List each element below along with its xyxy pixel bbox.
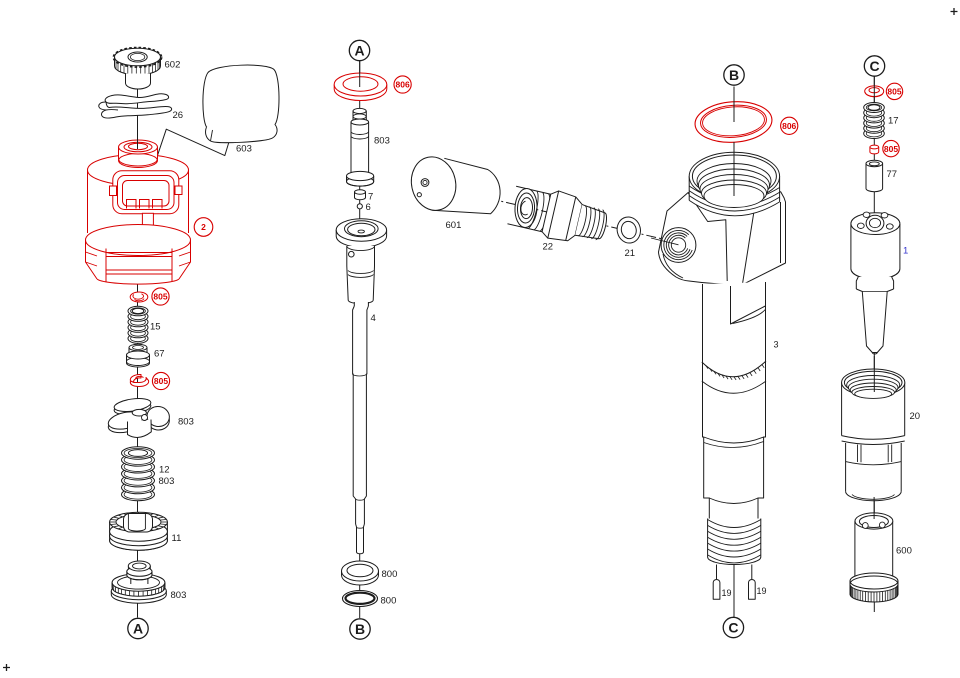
svg-text:603: 603	[236, 144, 252, 155]
svg-text:805: 805	[887, 87, 901, 97]
svg-text:805: 805	[153, 292, 167, 302]
svg-text:2: 2	[201, 222, 206, 232]
svg-text:800: 800	[382, 569, 398, 580]
svg-text:800: 800	[381, 596, 397, 607]
svg-text:17: 17	[888, 116, 899, 127]
svg-text:806: 806	[396, 80, 410, 90]
svg-text:7: 7	[368, 192, 373, 203]
svg-text:77: 77	[887, 169, 898, 180]
svg-text:20: 20	[910, 411, 921, 422]
svg-text:805: 805	[154, 376, 168, 386]
svg-text:67: 67	[154, 349, 165, 360]
svg-text:805: 805	[884, 144, 898, 154]
svg-text:6: 6	[366, 202, 371, 213]
svg-text:26: 26	[173, 110, 184, 121]
svg-text:21: 21	[625, 248, 636, 259]
svg-text:B: B	[355, 621, 365, 637]
svg-text:3: 3	[774, 340, 779, 350]
svg-text:1: 1	[903, 246, 908, 257]
svg-text:11: 11	[172, 533, 182, 544]
svg-text:C: C	[869, 58, 879, 74]
svg-text:803: 803	[159, 476, 175, 487]
svg-text:12: 12	[159, 465, 170, 476]
svg-text:4: 4	[371, 313, 376, 324]
svg-text:600: 600	[896, 546, 912, 557]
svg-text:19: 19	[757, 586, 767, 596]
svg-text:19: 19	[722, 588, 732, 598]
svg-text:B: B	[729, 67, 739, 83]
svg-text:C: C	[728, 620, 738, 636]
svg-text:15: 15	[150, 322, 161, 333]
svg-text:602: 602	[165, 60, 181, 71]
svg-text:22: 22	[543, 242, 554, 253]
svg-text:803: 803	[374, 136, 390, 147]
svg-text:A: A	[354, 43, 364, 59]
svg-text:806: 806	[782, 121, 796, 131]
svg-text:601: 601	[446, 220, 462, 231]
svg-text:803: 803	[171, 590, 187, 601]
svg-text:A: A	[133, 621, 143, 637]
svg-text:803: 803	[178, 417, 194, 428]
